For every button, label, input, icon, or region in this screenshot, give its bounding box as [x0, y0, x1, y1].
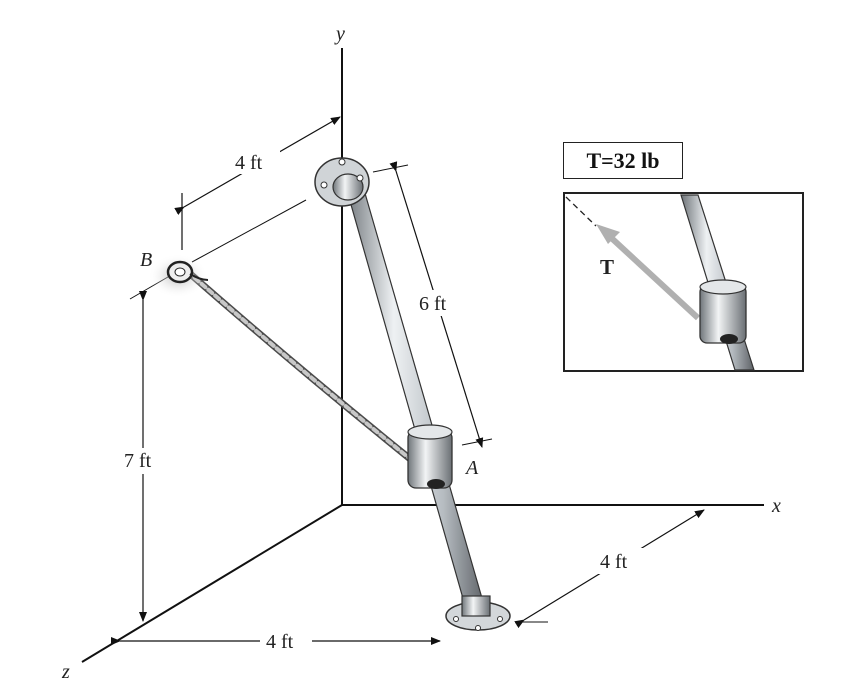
tension-label: T=32 lb: [586, 147, 660, 173]
z-axis-label: z: [61, 661, 70, 683]
dimension-bottom-4ft-x: 4 ft: [514, 509, 705, 629]
dimension-label-bottom-z: 4 ft: [266, 631, 294, 653]
dimension-label-height: 7 ft: [124, 450, 152, 472]
dimension-bottom-4ft-z: 4 ft: [111, 628, 441, 654]
collar-a: A: [407, 424, 479, 489]
point-a-label: A: [464, 457, 479, 479]
point-b-label: B: [140, 249, 152, 271]
force-symbol: T: [600, 255, 614, 279]
dimension-rod-6ft: 6 ft: [372, 161, 493, 448]
top-bracket: [314, 157, 370, 207]
dimension-label-top: 4 ft: [235, 152, 263, 174]
dimension-top-4ft: 4 ft: [174, 116, 341, 250]
rod: [343, 175, 487, 617]
bottom-base: [445, 595, 511, 631]
coordinate-axes: y x z: [61, 23, 781, 683]
force-arrow: [603, 230, 701, 321]
tension-label-box: T=32 lb: [563, 142, 683, 179]
z-axis: [81, 504, 343, 663]
x-axis-label: x: [771, 495, 781, 517]
inset-detail: T: [563, 192, 804, 372]
dimension-height-7ft: 7 ft: [118, 269, 181, 622]
y-axis-label: y: [334, 23, 345, 45]
reference-line-b: [191, 199, 307, 263]
dimension-label-rod: 6 ft: [419, 293, 447, 315]
rope: [184, 268, 418, 466]
eye-bolt-b: B: [140, 249, 209, 298]
dimension-label-bottom-x: 4 ft: [600, 551, 628, 573]
